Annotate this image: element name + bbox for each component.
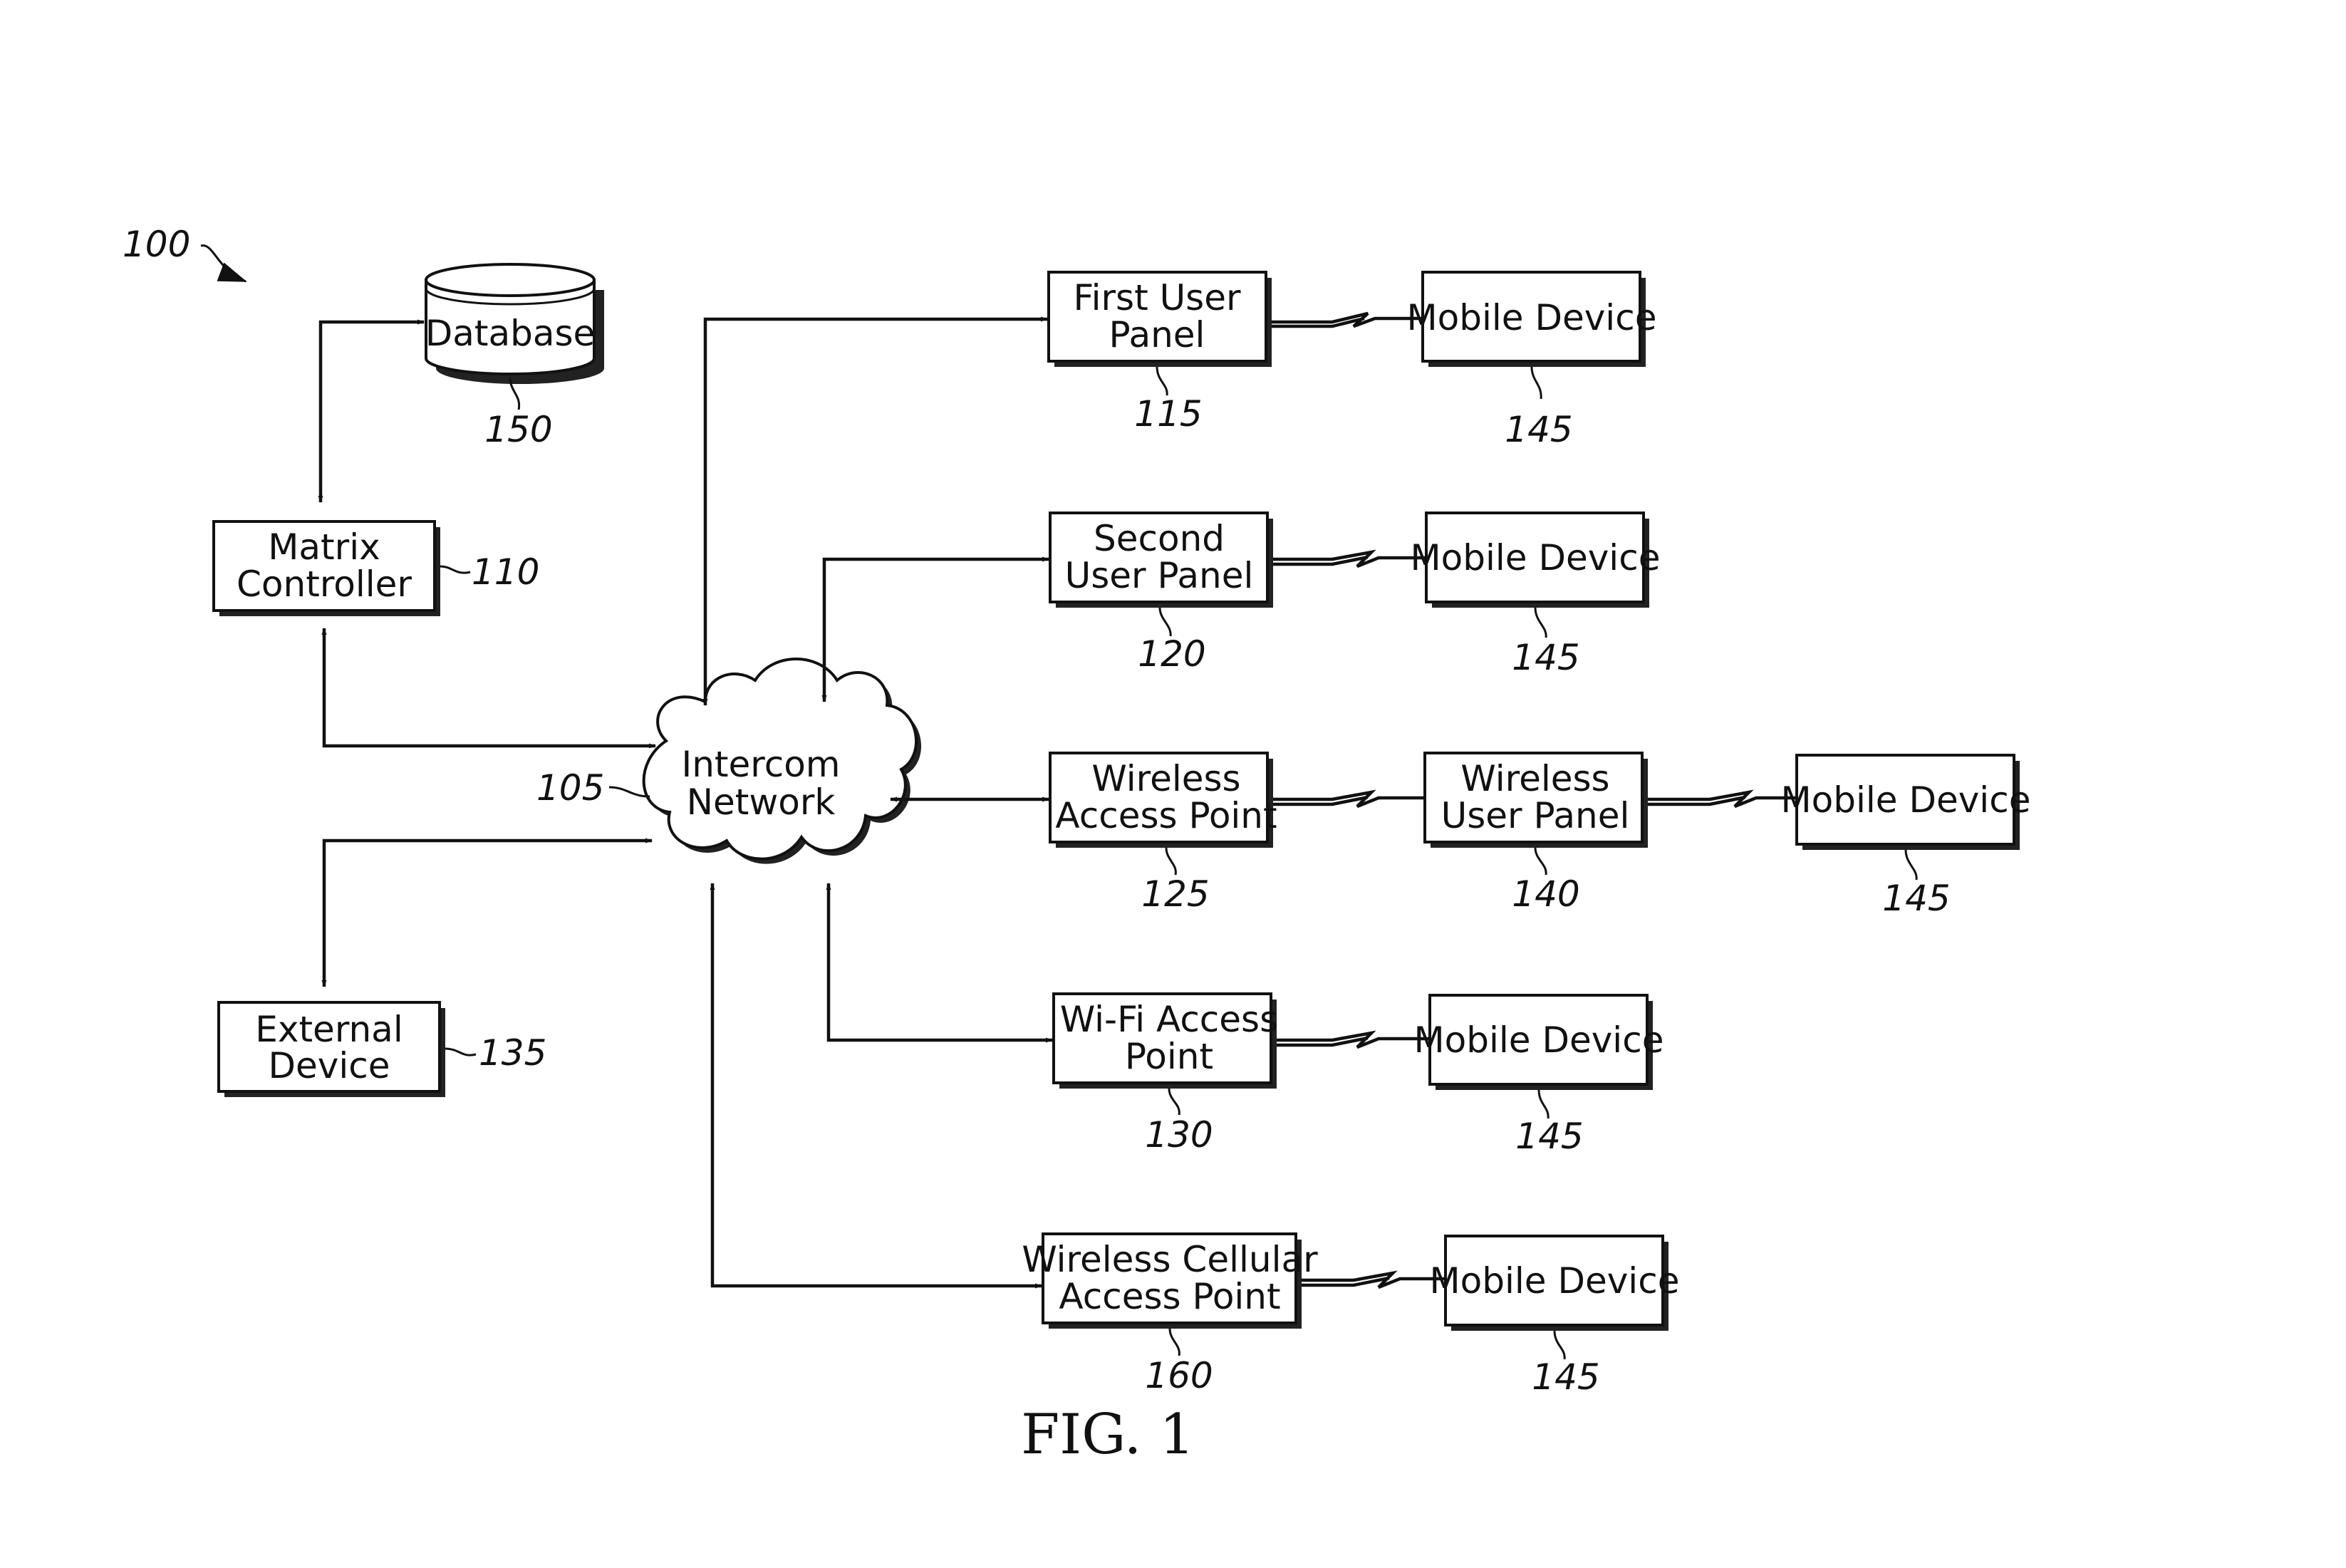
mobile-device-3-node: Mobile Device	[1781, 754, 2031, 850]
system-ref-label: 100	[123, 224, 190, 265]
mobile-device-4-ref: 145	[1515, 1116, 1583, 1157]
database-node: Database	[425, 263, 604, 384]
ref-leader-145-4	[1537, 1089, 1550, 1119]
link-network-cellular-ap	[710, 883, 1042, 1289]
wireless-link-panel-mobile	[1648, 789, 1795, 809]
mobile-device-4-label: Mobile Device	[1414, 1019, 1664, 1061]
wireless-access-point-label-line2: Access Point	[1055, 795, 1277, 836]
database-label: Database	[425, 313, 596, 354]
ref-leader-105	[608, 786, 650, 798]
link-network-first-panel	[702, 316, 1048, 706]
matrix-controller-node: Matrix Controller	[212, 520, 440, 616]
external-device-node: External Device	[217, 1001, 445, 1097]
second-user-panel-label-line1: Second	[1094, 518, 1225, 559]
wifi-access-point-label-line1: Wi-Fi Access	[1060, 999, 1278, 1040]
ref-leader-150	[509, 377, 521, 410]
wireless-user-panel-node: Wireless User Panel	[1423, 752, 1648, 848]
link-database-matrix	[318, 319, 425, 503]
wireless-link-ap-wireless-panel	[1273, 789, 1423, 809]
system-ref-arrow	[200, 244, 247, 283]
ref-leader-110	[440, 565, 471, 574]
link-external-network	[321, 838, 653, 987]
second-user-panel-label-line2: User Panel	[1065, 555, 1254, 596]
wireless-link-cellular-mobile	[1302, 1270, 1444, 1289]
first-user-panel-node: First User Panel	[1047, 271, 1272, 367]
first-user-panel-label-line2: Panel	[1109, 314, 1205, 355]
mobile-device-3-label: Mobile Device	[1781, 779, 2031, 821]
wireless-access-point-ref: 125	[1141, 873, 1209, 915]
wireless-access-point-label-line1: Wireless	[1091, 758, 1240, 799]
ref-leader-145-2	[1534, 607, 1547, 638]
wireless-access-point-node: Wireless Access Point	[1049, 752, 1277, 848]
intercom-network-node: Intercom Network	[642, 658, 922, 864]
external-device-label-line1: External	[255, 1009, 403, 1050]
database-ref: 150	[484, 409, 552, 450]
wireless-cellular-access-point-label-line2: Access Point	[1059, 1276, 1280, 1317]
wifi-access-point-label-line2: Point	[1125, 1036, 1213, 1077]
mobile-device-5-node: Mobile Device	[1430, 1235, 1680, 1331]
wireless-cellular-access-point-node: Wireless Cellular Access Point	[1022, 1232, 1318, 1329]
matrix-controller-ref: 110	[472, 551, 539, 593]
mobile-device-3-ref: 145	[1882, 878, 1950, 919]
wireless-link-second-panel-mobile	[1273, 549, 1425, 568]
ref-leader-145-1	[1530, 366, 1542, 400]
mobile-device-1-label: Mobile Device	[1407, 297, 1657, 338]
matrix-controller-label-line1: Matrix	[268, 526, 380, 568]
mobile-device-1-node: Mobile Device	[1407, 271, 1657, 367]
mobile-device-2-node: Mobile Device	[1411, 512, 1661, 608]
second-user-panel-ref: 120	[1138, 633, 1205, 675]
external-device-ref: 135	[479, 1032, 546, 1074]
wifi-access-point-node: Wi-Fi Access Point	[1052, 992, 1278, 1089]
wireless-cellular-access-point-label-line1: Wireless Cellular	[1022, 1239, 1318, 1280]
mobile-device-2-ref: 145	[1512, 637, 1579, 678]
ref-leader-145-5	[1553, 1330, 1566, 1360]
figure-caption: FIG. 1	[1021, 1403, 1195, 1467]
ref-leader-160	[1168, 1328, 1180, 1356]
mobile-device-4-node: Mobile Device	[1414, 994, 1664, 1090]
wireless-user-panel-ref: 140	[1512, 873, 1579, 915]
ref-leader-130	[1168, 1088, 1180, 1116]
wireless-user-panel-label-line2: User Panel	[1441, 795, 1630, 836]
mobile-device-2-label: Mobile Device	[1411, 537, 1661, 578]
wireless-link-first-panel-mobile	[1272, 311, 1421, 328]
ref-leader-135	[445, 1047, 477, 1056]
intercom-network-label-line1: Intercom	[681, 744, 840, 785]
mobile-device-1-ref: 145	[1505, 409, 1572, 450]
link-matrix-network	[321, 628, 656, 749]
intercom-network-ref: 105	[536, 767, 604, 809]
wifi-access-point-ref: 130	[1145, 1114, 1213, 1156]
ref-leader-140	[1534, 847, 1547, 876]
link-network-second-panel	[821, 556, 1049, 702]
link-network-wifi-ap	[826, 883, 1053, 1043]
wireless-link-wifi-mobile	[1277, 1030, 1428, 1049]
ref-leader-120	[1158, 607, 1172, 637]
ref-leader-125	[1165, 847, 1177, 876]
second-user-panel-node: Second User Panel	[1049, 512, 1273, 608]
mobile-device-5-label: Mobile Device	[1430, 1260, 1680, 1302]
external-device-label-line2: Device	[269, 1045, 390, 1086]
first-user-panel-ref: 115	[1134, 393, 1202, 435]
intercom-network-label-line2: Network	[687, 782, 836, 823]
mobile-device-5-ref: 145	[1532, 1356, 1599, 1398]
wireless-user-panel-label-line1: Wireless	[1460, 758, 1609, 799]
wireless-cellular-access-point-ref: 160	[1145, 1355, 1213, 1396]
ref-leader-115	[1156, 366, 1168, 396]
matrix-controller-label-line2: Controller	[237, 564, 412, 605]
ref-leader-145-3	[1904, 849, 1918, 881]
first-user-panel-label-line1: First User	[1073, 277, 1241, 318]
